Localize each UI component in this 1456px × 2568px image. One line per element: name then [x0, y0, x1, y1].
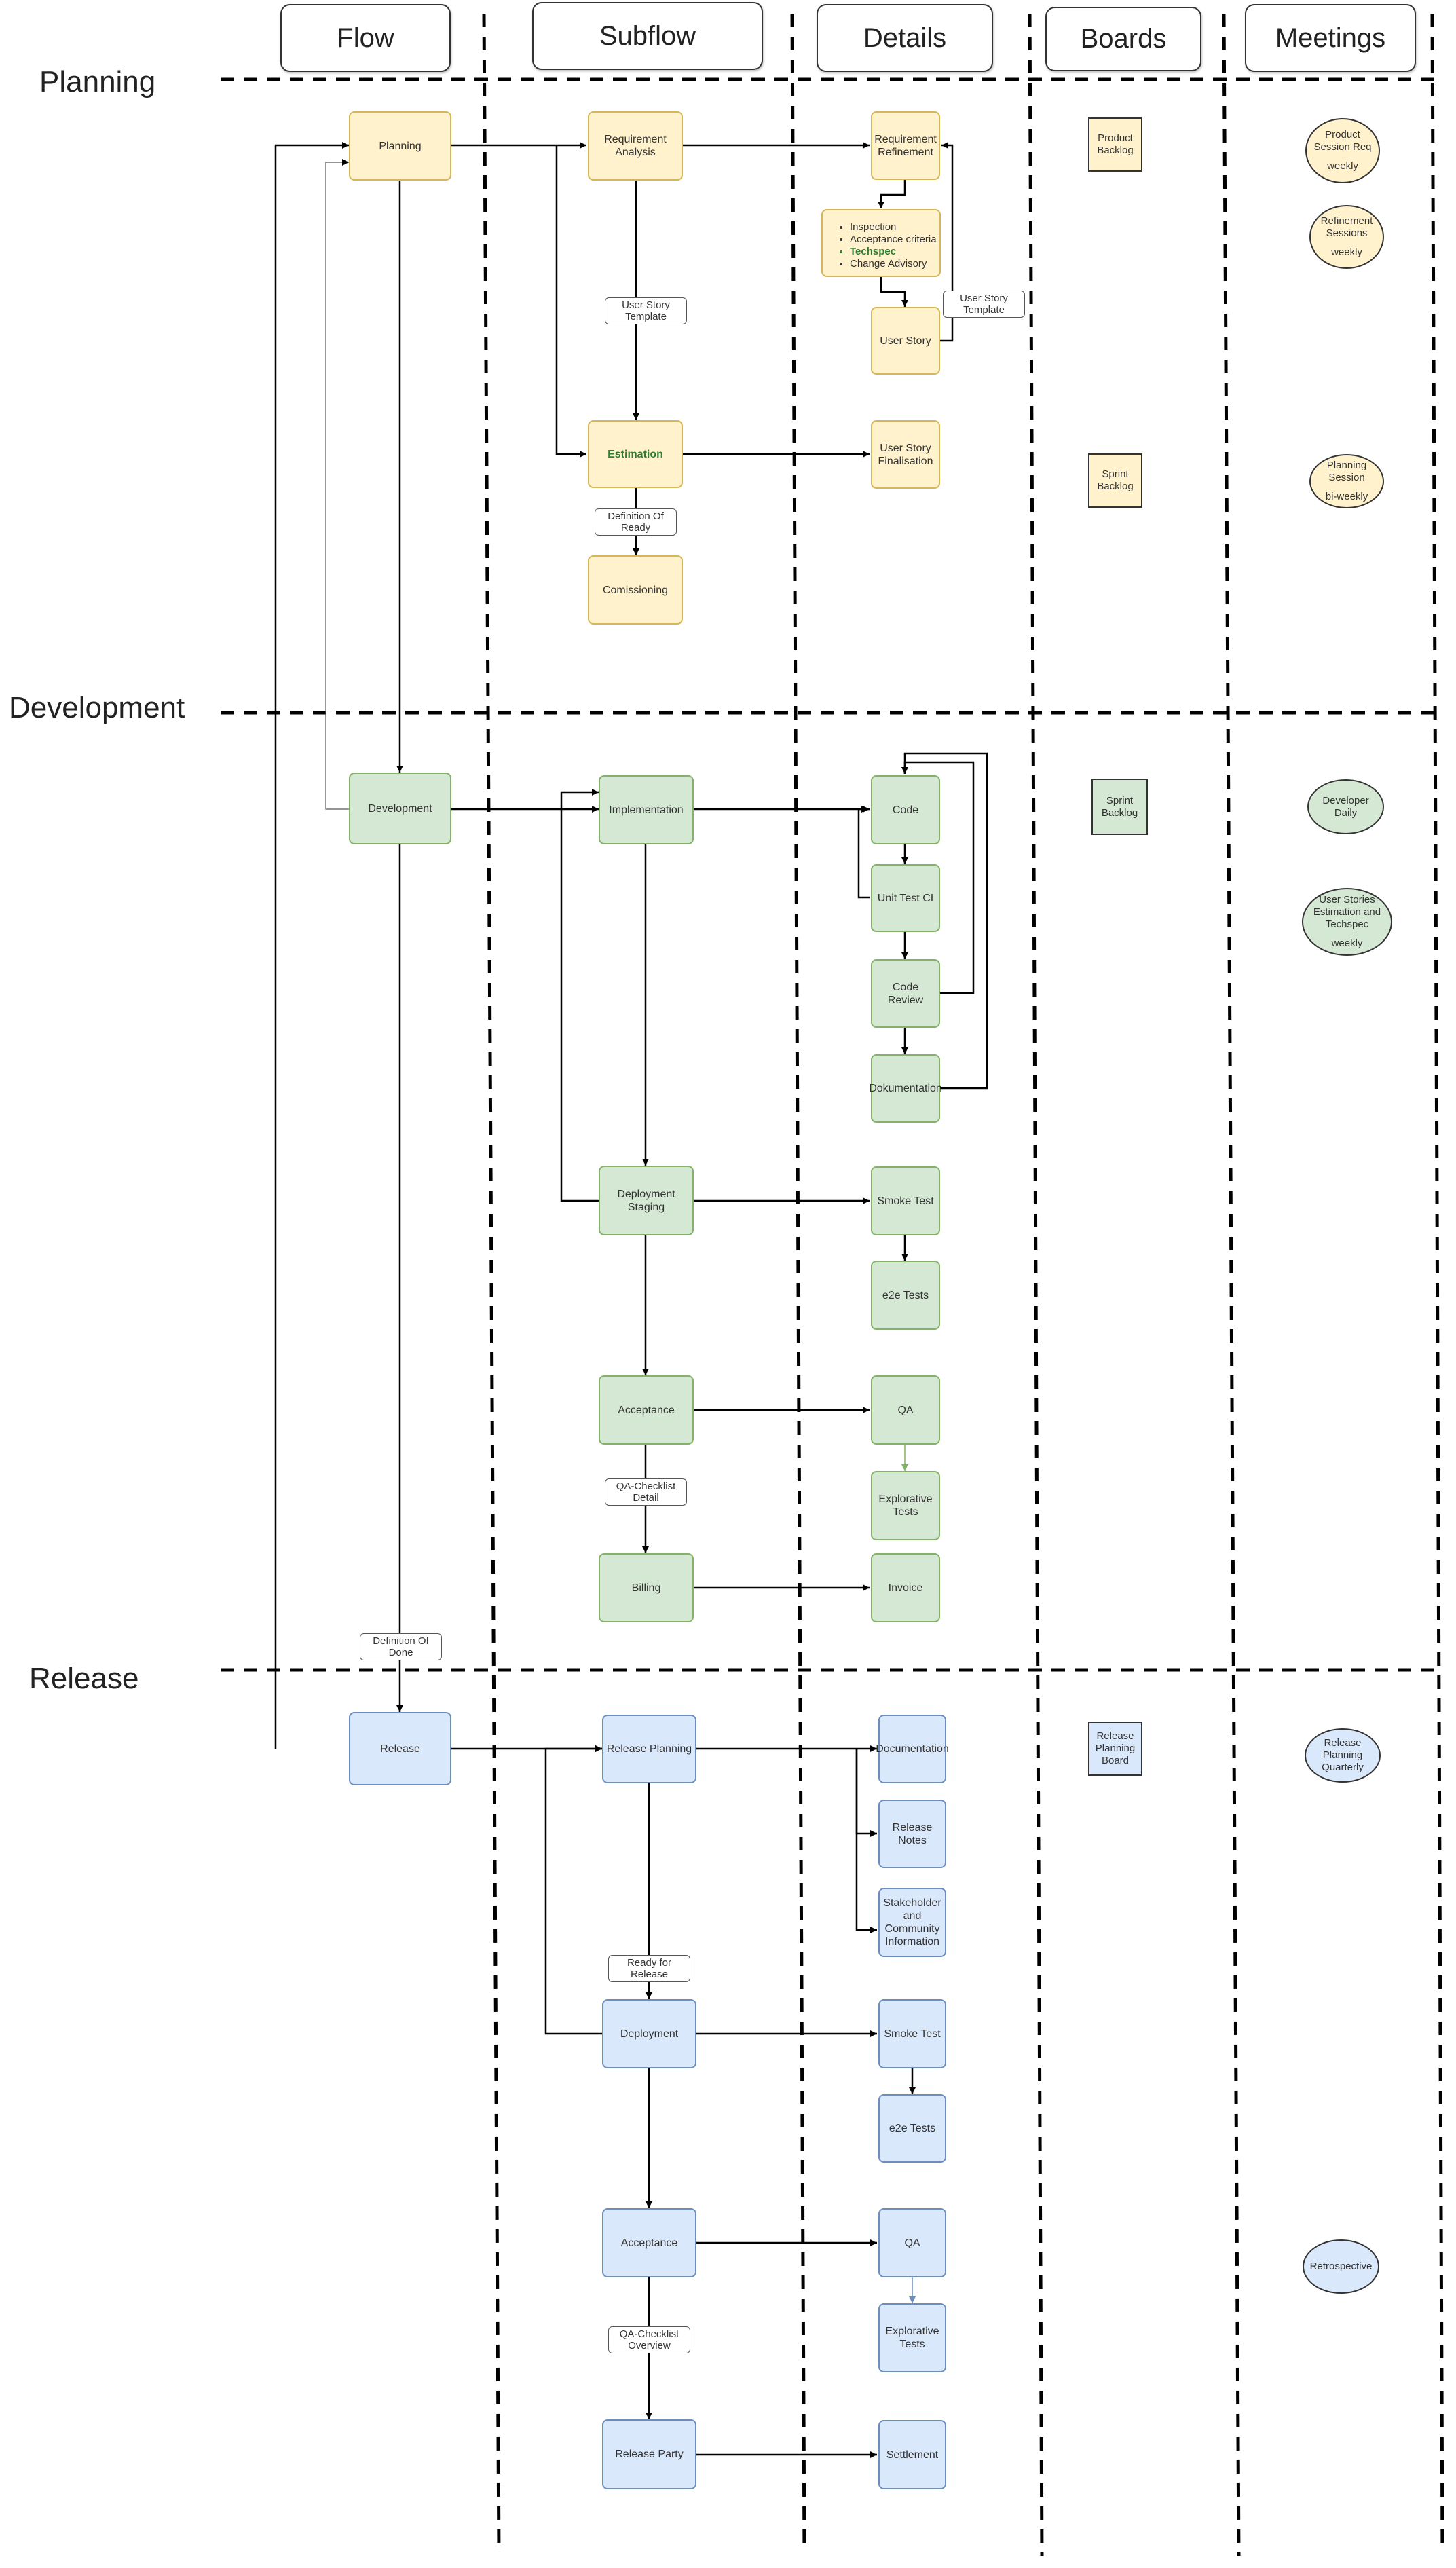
- qa-node-release[interactable]: QA: [878, 2208, 946, 2277]
- meeting-product-session-frequency: weekly: [1327, 160, 1358, 172]
- refinement-item: Inspection: [850, 221, 939, 234]
- code-review-node[interactable]: Code Review: [871, 959, 940, 1028]
- meeting-release-planning-quarterly[interactable]: Release Planning Quarterly: [1305, 1728, 1381, 1783]
- meeting-planning-session[interactable]: Planning Session bi-weekly: [1309, 454, 1384, 508]
- phase-label-release: Release: [29, 1662, 139, 1695]
- e2e-tests-node-release[interactable]: e2e Tests: [878, 2094, 946, 2163]
- requirement-refinement-node[interactable]: Requirement Refinement: [871, 111, 940, 180]
- refinement-checklist: Inspection Acceptance criteria Techspec …: [821, 209, 941, 277]
- qa-node-dev[interactable]: QA: [871, 1375, 940, 1445]
- phase-separators: [221, 77, 1442, 1672]
- label-user-story-template-right: User Story Template: [943, 291, 1025, 318]
- deployment-staging-node[interactable]: Deployment Staging: [599, 1166, 694, 1235]
- user-story-node[interactable]: User Story: [871, 307, 940, 375]
- acceptance-node-release[interactable]: Acceptance: [602, 2208, 696, 2277]
- development-flow-node[interactable]: Development: [349, 773, 451, 844]
- implementation-node[interactable]: Implementation: [599, 775, 694, 844]
- label-definition-of-ready: Definition Of Ready: [595, 508, 677, 536]
- column-header-subflow: Subflow: [532, 2, 763, 70]
- dokumentation-node[interactable]: Dokumentation: [869, 1054, 942, 1123]
- phase-label-planning: Planning: [39, 65, 156, 98]
- estimation-node[interactable]: Estimation: [588, 420, 683, 488]
- comissioning-node[interactable]: Comissioning: [588, 555, 683, 625]
- meeting-retrospective[interactable]: Retrospective: [1303, 2239, 1379, 2294]
- label-user-story-template: User Story Template: [605, 297, 687, 324]
- label-qa-checklist-detail: QA-Checklist Detail: [605, 1478, 687, 1506]
- smoke-test-node-release[interactable]: Smoke Test: [878, 1999, 946, 2068]
- meeting-refinement-sessions-title: Refinement Sessions: [1320, 215, 1373, 239]
- invoice-node[interactable]: Invoice: [871, 1553, 940, 1622]
- meeting-refinement-sessions[interactable]: Refinement Sessions weekly: [1309, 205, 1384, 269]
- user-story-finalisation-node[interactable]: User Story Finalisation: [871, 420, 940, 489]
- explorative-tests-node-dev[interactable]: Explorative Tests: [871, 1471, 940, 1540]
- meeting-retrospective-title: Retrospective: [1309, 2260, 1373, 2272]
- e2e-tests-node-dev[interactable]: e2e Tests: [871, 1261, 940, 1330]
- board-release-planning[interactable]: Release Planning Board: [1088, 1722, 1142, 1776]
- explorative-tests-node-release[interactable]: Explorative Tests: [878, 2303, 946, 2372]
- column-header-boards: Boards: [1045, 7, 1201, 71]
- column-header-meetings: Meetings: [1245, 4, 1416, 72]
- settlement-node[interactable]: Settlement: [878, 2420, 946, 2489]
- unit-test-ci-node[interactable]: Unit Test CI: [871, 864, 940, 932]
- release-flow-node[interactable]: Release: [349, 1712, 451, 1785]
- meeting-product-session[interactable]: Product Session Req weekly: [1305, 118, 1380, 183]
- meeting-planning-session-title: Planning Session: [1326, 460, 1367, 483]
- label-ready-for-release: Ready for Release: [608, 1955, 690, 1982]
- release-planning-node[interactable]: Release Planning: [602, 1715, 696, 1783]
- release-party-node[interactable]: Release Party: [602, 2419, 696, 2489]
- refinement-item: Techspec: [850, 246, 939, 258]
- phase-label-development: Development: [9, 691, 185, 724]
- refinement-item: Acceptance criteria: [850, 234, 939, 246]
- meeting-user-stories-title: User Stories Estimation and Techspec: [1313, 894, 1381, 930]
- acceptance-node-dev[interactable]: Acceptance: [599, 1375, 694, 1445]
- documentation-node[interactable]: Documentation: [876, 1715, 949, 1783]
- billing-node[interactable]: Billing: [599, 1553, 694, 1622]
- column-header-flow: Flow: [280, 4, 451, 72]
- refinement-item: Change Advisory: [850, 258, 939, 270]
- meeting-developer-daily-title: Developer Daily: [1322, 794, 1369, 819]
- meeting-user-stories-frequency: weekly: [1331, 937, 1363, 949]
- lane-separators: [482, 13, 1444, 2556]
- label-qa-checklist-overview: QA-Checklist Overview: [608, 2326, 690, 2353]
- smoke-test-node-dev[interactable]: Smoke Test: [871, 1166, 940, 1235]
- meeting-refinement-sessions-frequency: weekly: [1331, 246, 1362, 258]
- meeting-developer-daily[interactable]: Developer Daily: [1307, 779, 1384, 834]
- board-product-backlog[interactable]: Product Backlog: [1088, 117, 1142, 172]
- deployment-node[interactable]: Deployment: [602, 1999, 696, 2068]
- meeting-product-session-title: Product Session Req: [1313, 129, 1372, 153]
- meeting-planning-session-frequency: bi-weekly: [1325, 491, 1368, 502]
- board-sprint-backlog-dev[interactable]: Sprint Backlog: [1091, 779, 1148, 835]
- meeting-user-stories-estimation[interactable]: User Stories Estimation and Techspec wee…: [1302, 888, 1392, 956]
- code-node[interactable]: Code: [871, 775, 940, 844]
- release-notes-node[interactable]: Release Notes: [878, 1800, 946, 1868]
- column-header-details: Details: [817, 4, 993, 72]
- requirement-analysis-node[interactable]: Requirement Analysis: [588, 111, 683, 181]
- label-definition-of-done: Definition Of Done: [360, 1633, 442, 1660]
- meeting-release-planning-title: Release Planning Quarterly: [1322, 1737, 1364, 1773]
- planning-flow-node[interactable]: Planning: [349, 111, 451, 181]
- board-sprint-backlog-planning[interactable]: Sprint Backlog: [1088, 453, 1142, 508]
- stakeholder-information-node[interactable]: Stakeholder and Community Information: [878, 1888, 946, 1957]
